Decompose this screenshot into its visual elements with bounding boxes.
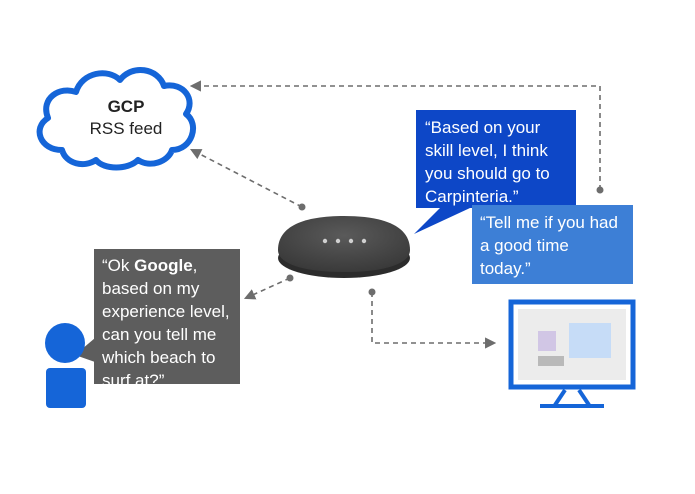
user-speech-bubble: “Ok Google, based on my experience level… (94, 249, 240, 390)
smart-speaker-icon (278, 216, 410, 278)
user-bubble-line: which beach to (102, 348, 216, 367)
speaker-user-dot (286, 274, 294, 282)
feed-connector-dot (596, 186, 604, 194)
user-bubble-line: experience level, (102, 302, 230, 321)
cloud-subtitle: RSS feed (89, 119, 163, 138)
cloud-title: GCP (107, 97, 145, 116)
connectors (189, 80, 601, 349)
followup-bubble-line: a good time (480, 236, 569, 255)
assistant-bubble-line: you should go to (425, 164, 550, 183)
assistant-bubble-tail (414, 208, 470, 234)
user-bubble-line: can you tell me (102, 325, 217, 344)
user-bubble-suffix: , (192, 256, 198, 275)
assistant-bubble-line: skill level, I think (425, 141, 548, 160)
user-bubble-line: based on my (102, 279, 200, 298)
speaker-to-user-arrow (243, 277, 291, 300)
user-bubble-line: surf at?” (102, 371, 165, 390)
assistant-bubble-line: Carpinteria.” (425, 187, 519, 206)
user-bubble-emphasis: Google (134, 256, 193, 275)
followup-speech-bubble: “Tell me if you had a good time today.” (472, 205, 633, 284)
speaker-cloud-dot (298, 203, 306, 211)
speaker-to-monitor-arrow (371, 292, 497, 349)
cloud-icon (36, 67, 197, 171)
user-bubble-line: “Ok Google, (102, 254, 240, 277)
followup-bubble-line: today.” (480, 259, 531, 278)
feed-to-cloud-arrow (189, 80, 601, 190)
assistant-bubble-line: “Based on your (425, 118, 541, 137)
user-bubble-prefix: “Ok (102, 256, 135, 275)
speaker-to-cloud-arrow (190, 148, 303, 208)
monitor-icon (508, 299, 636, 408)
speaker-monitor-dot (368, 288, 376, 296)
person-icon (45, 323, 86, 408)
followup-bubble-line: “Tell me if you had (480, 213, 618, 232)
assistant-speech-bubble: “Based on your skill level, I think you … (416, 110, 576, 208)
cloud-label: GCP RSS feed (78, 96, 174, 140)
